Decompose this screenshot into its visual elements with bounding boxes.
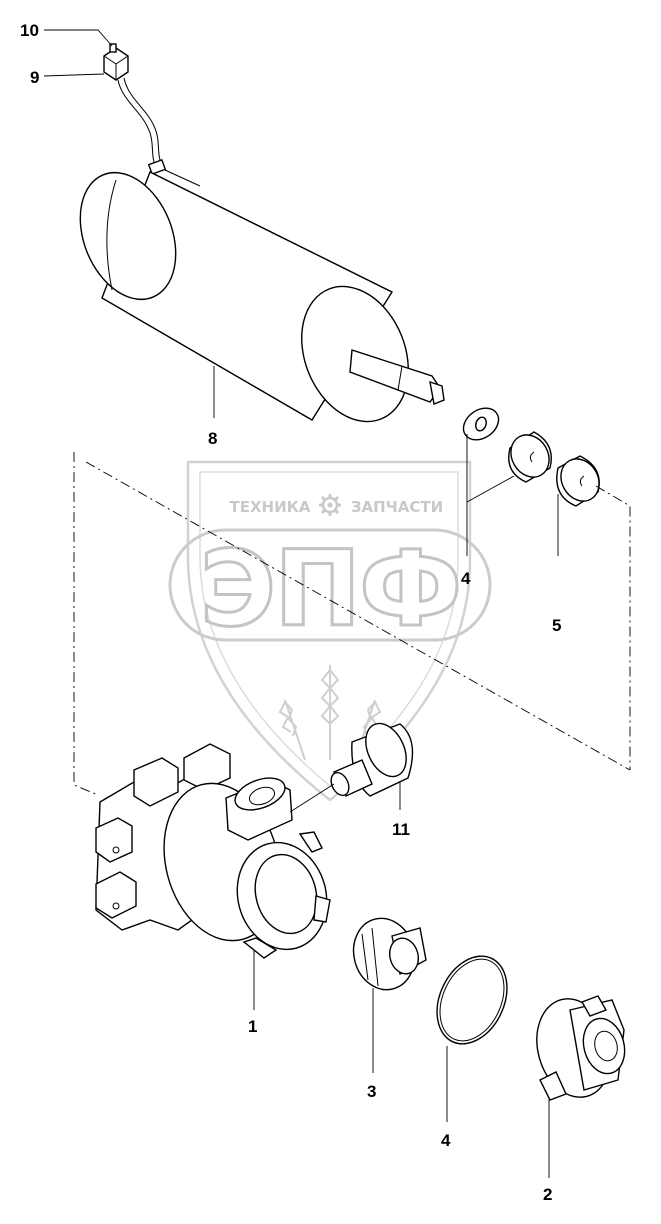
wire-part-9 (117, 77, 167, 175)
callout-4-upper: 4 (461, 569, 471, 588)
watermark-shield-inner (199, 471, 459, 787)
wheat-icon (278, 665, 382, 761)
bearing-part-5-b (556, 455, 600, 507)
gear-icon (319, 494, 341, 516)
watermark-right-word: ЗАПЧАСТИ (351, 498, 443, 516)
watermark-left-word: ТЕХНИКА (229, 498, 310, 516)
callout-5: 5 (552, 616, 561, 635)
connector-part-10 (103, 43, 129, 81)
washer-part-4-upper (462, 407, 500, 441)
bearing-part-5-a (508, 431, 552, 483)
watermark-logo-letters: ЭПФ (200, 528, 461, 650)
housing-part-1 (95, 743, 331, 959)
callout-labels: 10 9 8 4 5 11 1 3 4 2 (20, 21, 561, 1204)
centre-lines (73, 452, 631, 796)
motor-part-8 (79, 169, 445, 423)
callout-11: 11 (392, 820, 410, 839)
leader-lines (43, 29, 559, 1178)
watermark: ТЕХНИКА ЗАПЧАСТИ ЭПФ (168, 460, 492, 802)
callout-9: 9 (30, 68, 39, 87)
callout-1: 1 (248, 1017, 257, 1036)
nut-part-3 (352, 917, 427, 991)
watermark-pill (168, 528, 492, 642)
callout-4-lower: 4 (441, 1131, 451, 1150)
callout-3: 3 (367, 1082, 376, 1101)
callout-8: 8 (208, 429, 217, 448)
end-cap-part-2 (536, 995, 626, 1101)
callout-2: 2 (543, 1185, 552, 1204)
adapter-part-11 (330, 722, 414, 797)
callout-10: 10 (20, 21, 39, 40)
o-ring-part-4-lower (436, 955, 508, 1045)
